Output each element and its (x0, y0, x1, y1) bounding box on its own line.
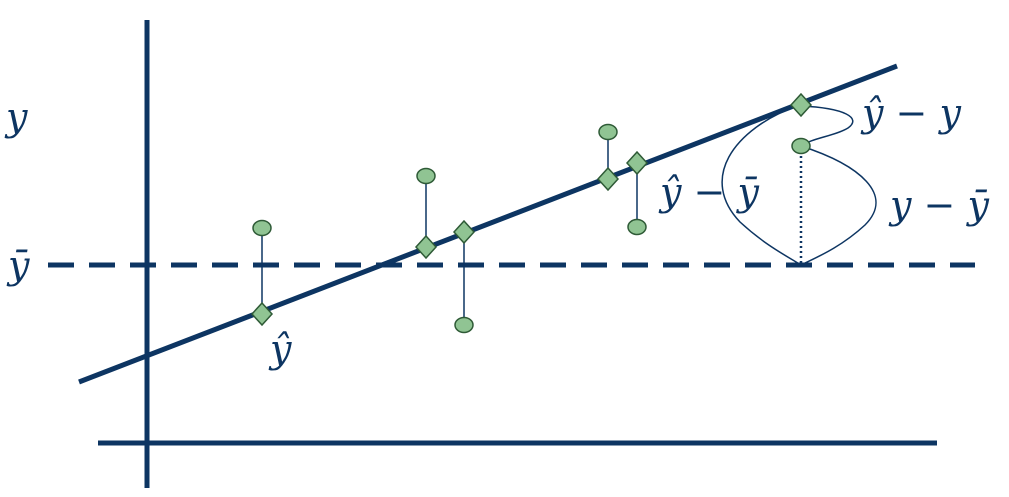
predicted-point (625, 150, 649, 176)
predicted-point (250, 301, 274, 327)
brace-yhat-minus-ybar (721, 103, 802, 266)
observed-points (252, 123, 811, 334)
label-y-bar: ȳ (6, 243, 30, 287)
observed-point (791, 137, 811, 155)
observed-point (416, 167, 436, 185)
predicted-points (250, 92, 813, 327)
residual-segments (261, 132, 638, 325)
brace-y-minus-ybar (800, 145, 877, 266)
label-yhat-minus-ybar: ŷ − ȳ (658, 170, 759, 214)
label-y: y (4, 95, 28, 139)
observed-point (454, 316, 474, 334)
observed-point (252, 219, 272, 237)
predicted-point (596, 166, 620, 192)
brace-yhat-minus-y (800, 105, 854, 147)
predicted-point (789, 92, 813, 118)
label-y-minus-ybar: y − ȳ (888, 183, 989, 227)
label-yhat-minus-y: ŷ − y (860, 91, 961, 135)
regression-line (78, 63, 898, 385)
predicted-point (452, 219, 476, 245)
observed-point (627, 218, 647, 236)
predicted-point (414, 234, 438, 260)
label-y-hat: ŷ (268, 327, 292, 371)
observed-point (598, 123, 618, 141)
